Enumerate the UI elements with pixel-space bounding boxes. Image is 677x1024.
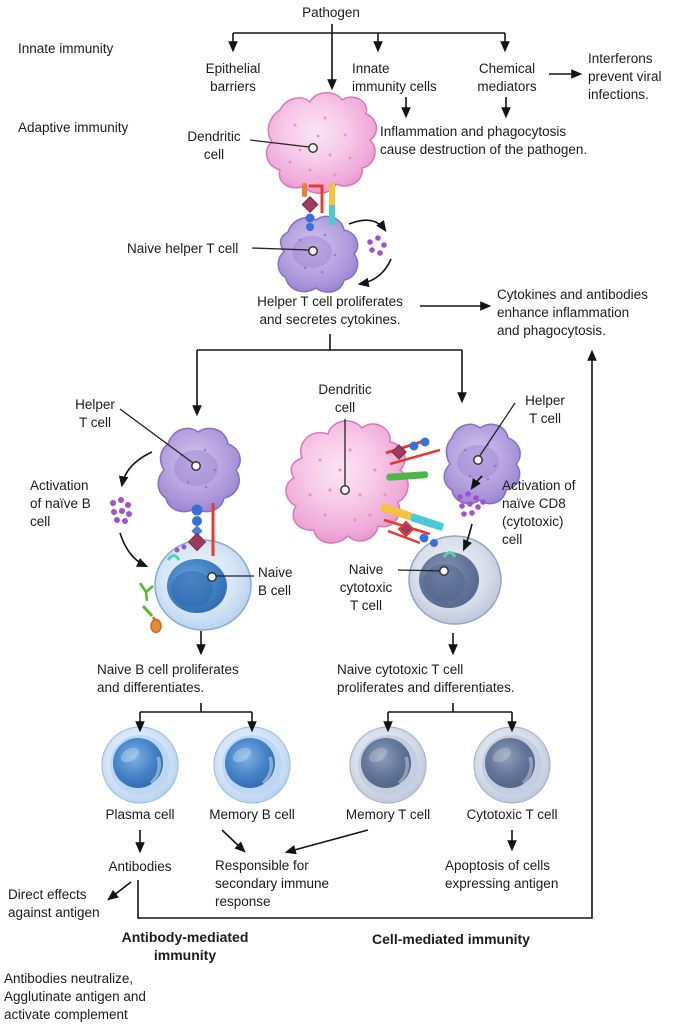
naive-b-cell-illustration bbox=[154, 539, 252, 631]
apoptosis-note: Apoptosis of cells expressing antigen bbox=[445, 858, 559, 891]
b-cell-antigen-receptors bbox=[138, 582, 162, 634]
epithelial-barriers-label: Epithelial barriers bbox=[205, 61, 261, 94]
memory-t-cell-illustration bbox=[349, 726, 427, 804]
label-pointer-lines bbox=[119, 139, 516, 577]
helper-t-cell-right-label: Helper T cell bbox=[525, 393, 565, 426]
flow-arrows bbox=[107, 24, 597, 919]
cytotoxic-t-cell-label: Cytotoxic T cell bbox=[466, 807, 558, 822]
dendritic-cell-mid-label: Dendritic cell bbox=[318, 382, 372, 415]
cytokine-dots bbox=[110, 235, 486, 550]
memory-b-cell-label: Memory B cell bbox=[209, 807, 295, 822]
memory-t-cell-label: Memory T cell bbox=[345, 807, 431, 822]
dendritic-cell-top-illustration bbox=[265, 92, 378, 194]
activation-naive-cd8-note: Activation of naïve CD8 (cytotoxic) cell bbox=[502, 478, 576, 547]
receptor-complex-top bbox=[301, 183, 335, 231]
helper-t-cell-right-illustration bbox=[443, 423, 521, 505]
plasma-cell-label: Plasma cell bbox=[105, 807, 175, 822]
pathogen-label: Pathogen bbox=[302, 5, 360, 20]
helper-t-cell-left-label: Helper T cell bbox=[75, 397, 115, 430]
dendritic-cell-mid-illustration bbox=[285, 420, 409, 544]
interferons-note: Interferons prevent viral infections. bbox=[588, 51, 662, 102]
helper-t-cell-left-illustration bbox=[157, 427, 241, 513]
b-proliferates-note: Naive B cell proliferates and differenti… bbox=[97, 662, 239, 695]
responsible-note: Responsible for secondary immune respons… bbox=[215, 858, 330, 909]
dendritic-cell-top-label: Dendritic cell bbox=[187, 129, 241, 162]
naive-b-cell-label: Naive B cell bbox=[258, 565, 293, 598]
direct-effects-note: Direct effects against antigen bbox=[8, 887, 100, 920]
cytotoxic-t-cell-illustration bbox=[473, 726, 551, 804]
helper-proliferates-note: Helper T cell proliferates and secretes … bbox=[257, 294, 403, 327]
receptor-complex-right-lower bbox=[380, 503, 457, 558]
plasma-cell-illustration bbox=[101, 726, 179, 804]
ctl-proliferates-note: Naive cytotoxic T cell proliferates and … bbox=[337, 662, 515, 695]
activation-cycle-arrows bbox=[118, 219, 483, 567]
naive-cytotoxic-t-cell-label: Naive cytotoxic T cell bbox=[339, 562, 393, 613]
innate-immunity-cells-label: Innate immunity cells bbox=[352, 61, 437, 94]
naive-helper-t-cell-label: Naive helper T cell bbox=[127, 241, 239, 256]
receptor-complex-right-upper bbox=[385, 437, 441, 481]
naive-helper-t-cell-illustration bbox=[277, 215, 359, 293]
cytokines-enhance-note: Cytokines and antibodies enhance inflamm… bbox=[497, 287, 648, 338]
inflammation-note: Inflammation and phagocytosis cause dest… bbox=[380, 124, 588, 157]
antibody-mediated-title: Antibody-mediated immunity bbox=[121, 929, 249, 963]
chemical-mediators-label: Chemical mediators bbox=[477, 61, 537, 94]
cell-mediated-title: Cell-mediated immunity bbox=[372, 931, 530, 947]
adaptive-immunity-label: Adaptive immunity bbox=[18, 120, 129, 135]
label-marker-dots bbox=[191, 143, 483, 582]
antibodies-label: Antibodies bbox=[108, 859, 172, 874]
activation-naive-b-note: Activation of naïve B cell bbox=[30, 478, 91, 529]
memory-b-cell-illustration bbox=[213, 726, 291, 804]
receptor-complex-left bbox=[166, 503, 215, 561]
innate-immunity-label: Innate immunity bbox=[18, 41, 114, 56]
naive-cytotoxic-t-cell-illustration bbox=[408, 535, 502, 625]
antibodies-neutralize-note: Antibodies neutralize, Agglutinate antig… bbox=[4, 971, 146, 1022]
